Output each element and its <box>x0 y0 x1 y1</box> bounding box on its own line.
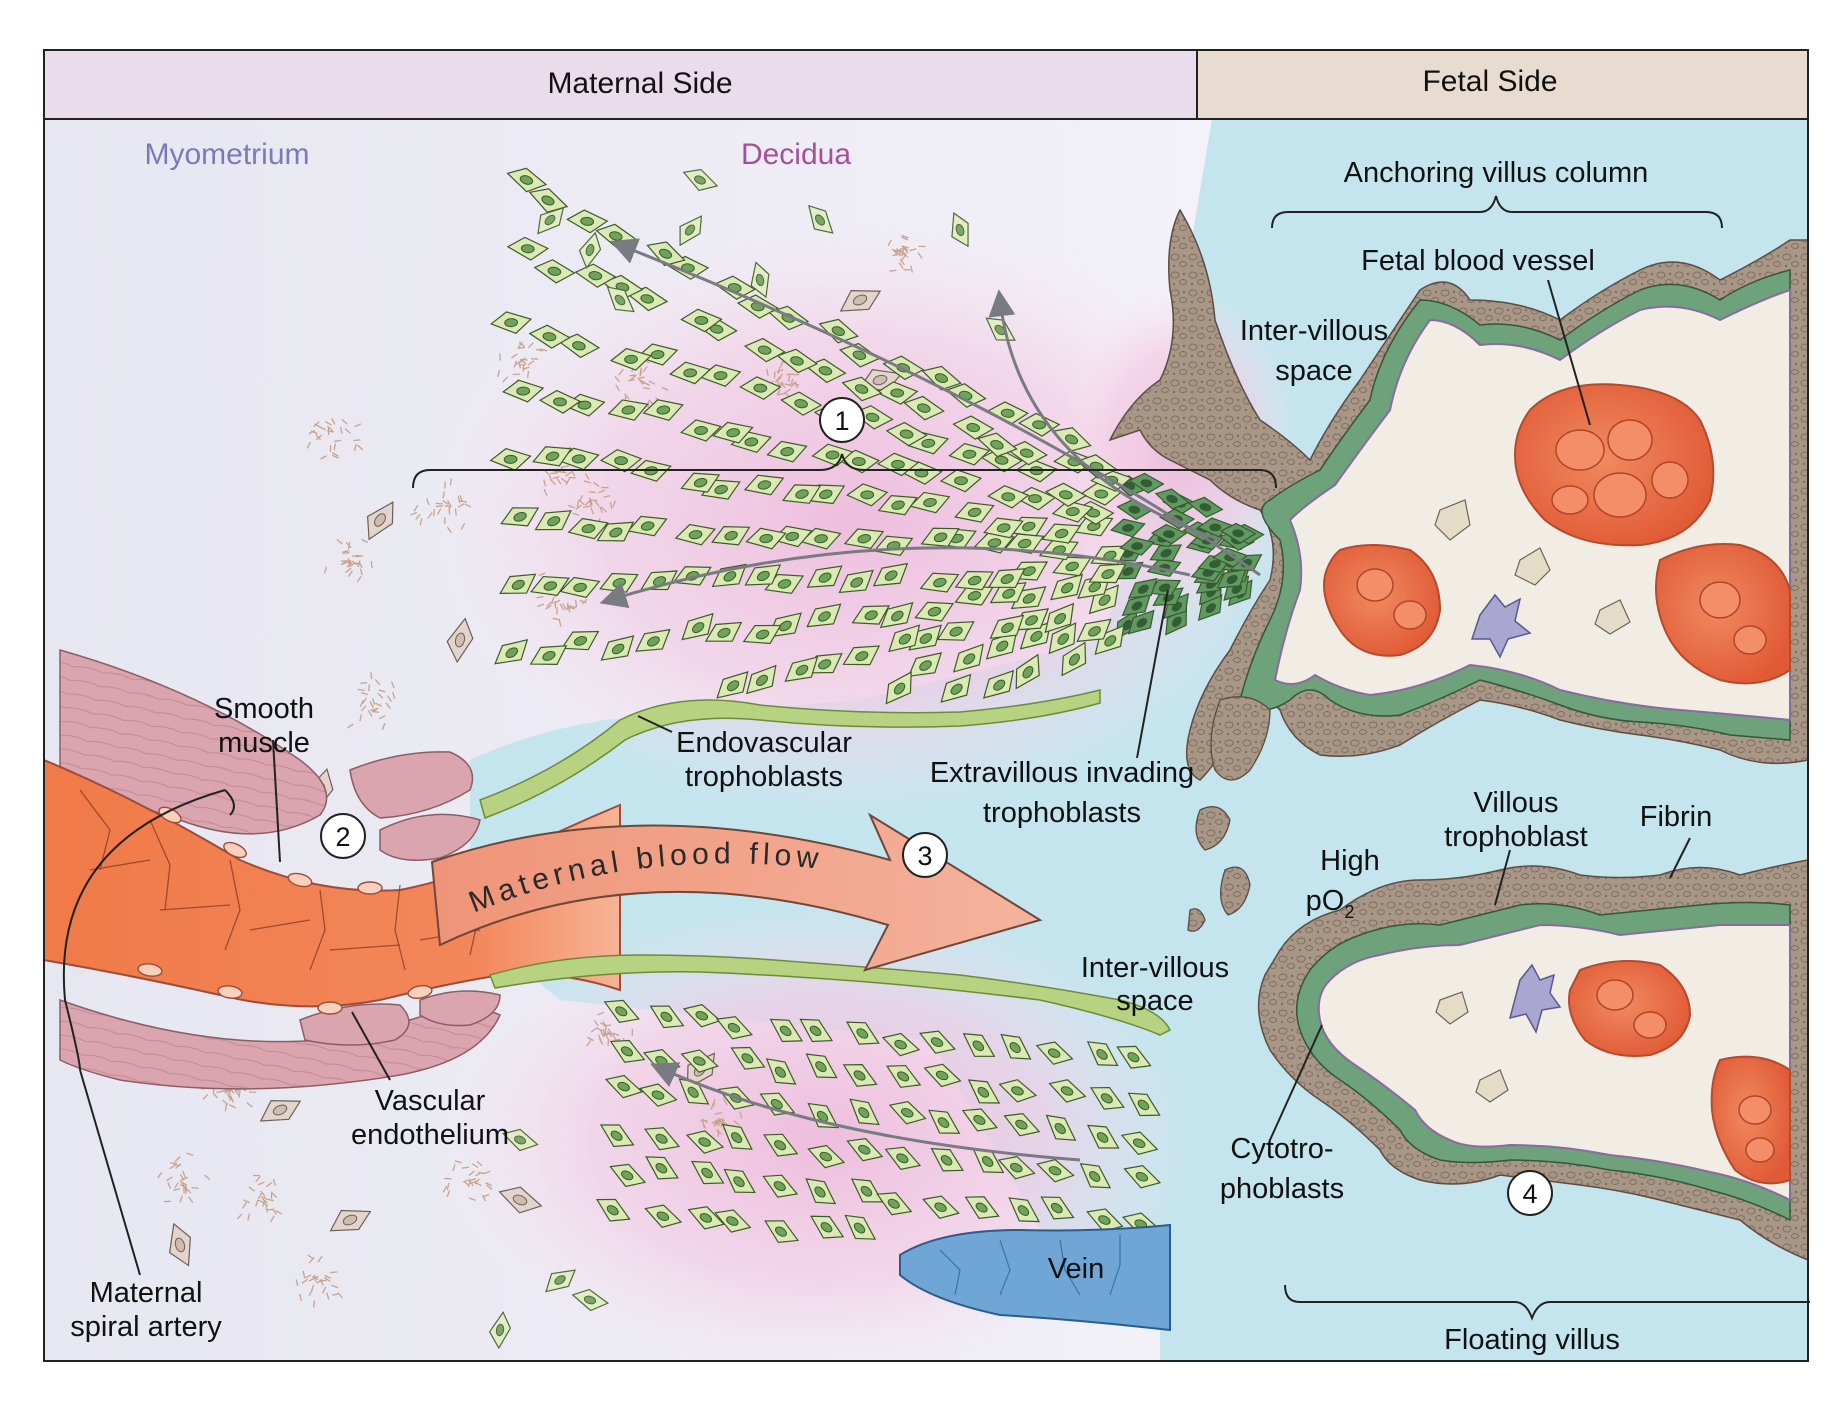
marker-3: 3 <box>903 833 947 877</box>
svg-text:4: 4 <box>1522 1179 1537 1209</box>
floating-villus-label: Floating villus <box>1444 1324 1620 1356</box>
maternal-spiral-artery-line2: spiral artery <box>70 1311 222 1343</box>
smooth-muscle-line1: Smooth <box>214 693 314 725</box>
villous-trophoblast-line1: Villous <box>1474 787 1559 819</box>
cytotrophoblasts-line2: phoblasts <box>1220 1173 1344 1205</box>
anchoring-villus-column-label: Anchoring villus column <box>1344 157 1649 189</box>
villous-trophoblast-line2: trophoblast <box>1444 821 1588 853</box>
marker-2: 2 <box>321 814 365 858</box>
intervillous-space-top-line2: space <box>1275 355 1352 387</box>
intervillous-space-mid-line2: space <box>1116 985 1193 1017</box>
extravillous-line2: trophoblasts <box>983 797 1141 829</box>
decidua-label: Decidua <box>741 138 851 171</box>
vein-label: Vein <box>1048 1253 1104 1285</box>
svg-text:1: 1 <box>834 406 849 436</box>
cytotrophoblasts-line1: Cytotro- <box>1230 1133 1333 1165</box>
endovascular-line1: Endovascular <box>676 727 852 759</box>
maternal-side-label: Maternal Side <box>547 67 732 100</box>
myometrium-label: Myometrium <box>144 138 309 171</box>
marker-1: 1 <box>820 398 864 442</box>
svg-text:3: 3 <box>917 841 932 871</box>
intervillous-space-mid-line1: Inter-villous <box>1081 952 1229 984</box>
intervillous-space-top-line1: Inter-villous <box>1240 315 1388 347</box>
smooth-muscle-line2: muscle <box>218 727 310 759</box>
marker-4: 4 <box>1508 1171 1552 1215</box>
endovascular-line2: trophoblasts <box>685 761 843 793</box>
maternal-spiral-artery-line1: Maternal <box>90 1277 203 1309</box>
vascular-endothelium-line1: Vascular <box>375 1085 486 1117</box>
fetal-blood-vessel-label: Fetal blood vessel <box>1361 245 1595 277</box>
vascular-endothelium-line2: endothelium <box>351 1119 509 1151</box>
svg-text:2: 2 <box>335 822 350 852</box>
floating-villus-vessel <box>1569 961 1690 1056</box>
extravillous-line1: Extravillous invading <box>930 757 1194 789</box>
fibrin-label: Fibrin <box>1640 801 1713 833</box>
fetal-side-label: Fetal Side <box>1422 65 1557 98</box>
high-label: High <box>1320 845 1380 877</box>
